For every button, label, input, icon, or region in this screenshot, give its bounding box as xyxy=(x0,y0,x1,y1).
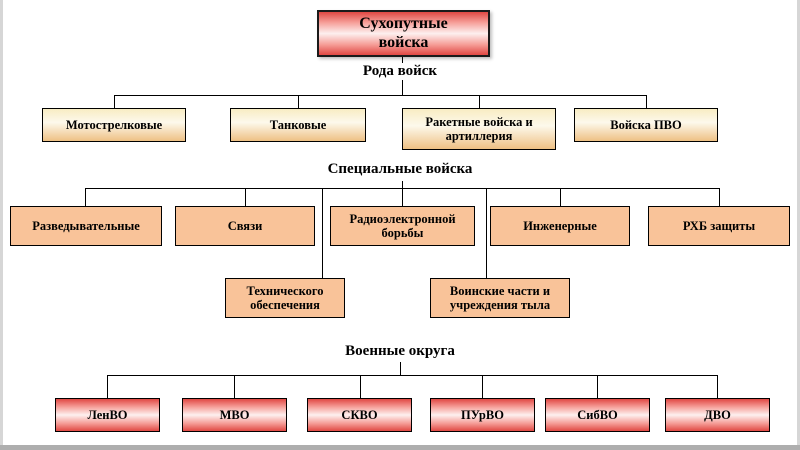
box-dvo: ДВО xyxy=(665,398,770,432)
box-raketnye-voyska-artilleriya: Ракетные войска и артиллерия xyxy=(402,108,556,150)
box-inzhenernye: Инженерные xyxy=(490,206,630,246)
connector-line xyxy=(245,188,246,206)
connector-line xyxy=(486,188,487,278)
slide-edge-right xyxy=(797,0,800,450)
connector-line xyxy=(479,95,480,108)
box-rhb-zashchity: РХБ защиты xyxy=(648,206,790,246)
connector-line xyxy=(482,375,483,398)
box-tekhnicheskogo-obespecheniya: Технического обеспечения xyxy=(225,278,345,318)
section-heading-spetsialnye-voyska: Специальные войска xyxy=(320,161,480,178)
slide-edge-bottom xyxy=(0,445,800,450)
connector-line xyxy=(360,375,361,398)
box-mvo: МВО xyxy=(182,398,287,432)
box-sibvo: СибВО xyxy=(545,398,650,432)
section-heading-roda-voysk: Рода войск xyxy=(355,63,445,80)
connector-line xyxy=(234,375,235,398)
connector-line xyxy=(560,188,561,206)
connector-line xyxy=(402,181,403,206)
box-purvo: ПУрВО xyxy=(430,398,535,432)
connector-line xyxy=(107,375,108,398)
connector-line xyxy=(114,95,115,108)
box-razvedyvatelnye: Разведывательные xyxy=(10,206,162,246)
connector-line xyxy=(85,188,86,206)
box-radioelektronnoy-borby: Радиоэлектронной борьбы xyxy=(330,206,475,246)
connector-line xyxy=(646,95,647,108)
box-motostrelkovye: Мотострелковые xyxy=(42,108,186,142)
box-lenvo: ЛенВО xyxy=(55,398,160,432)
connector-line xyxy=(717,375,718,398)
box-voyska-pvo: Войска ПВО xyxy=(574,108,718,142)
connector-line xyxy=(400,362,401,375)
box-skvo: СКВО xyxy=(307,398,412,432)
box-voinskie-chasti-tyla: Воинские части и учреждения тыла xyxy=(430,278,570,318)
connector-line xyxy=(107,375,718,376)
box-svyazi: Связи xyxy=(175,206,315,246)
box-sukhoputnye-voyska: Сухопутные войска xyxy=(317,10,490,57)
connector-line xyxy=(719,188,720,206)
section-heading-voennye-okruga: Военные округа xyxy=(338,343,462,360)
connector-line xyxy=(597,375,598,398)
box-tankovye: Танковые xyxy=(230,108,366,142)
slide-edge-left xyxy=(0,0,3,450)
connector-line xyxy=(114,95,647,96)
connector-line xyxy=(322,188,323,278)
connector-line xyxy=(298,95,299,108)
